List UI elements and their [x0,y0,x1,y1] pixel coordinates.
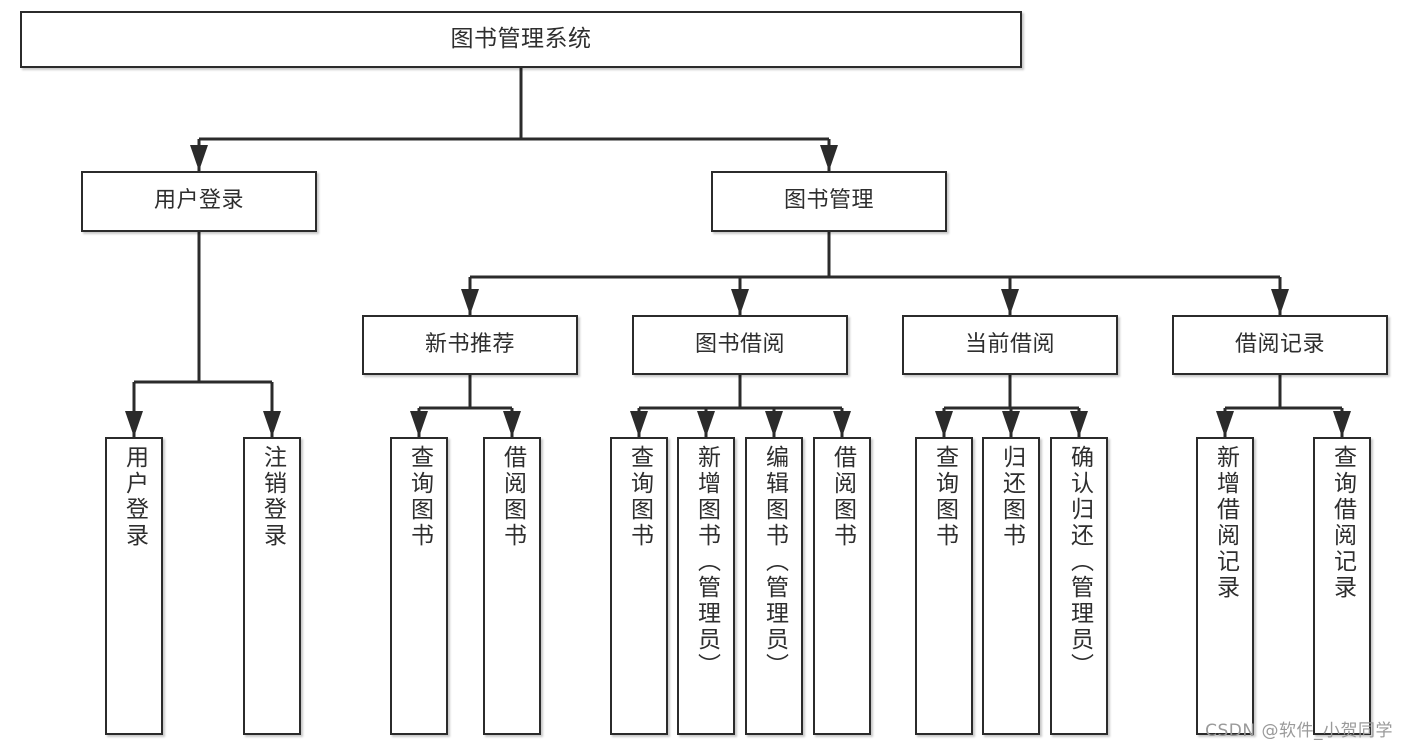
node-label: 用户登录 [121,445,148,549]
arrowhead-icon [1333,411,1351,437]
node-label: 新增借阅记录 [1212,445,1239,601]
node-l3-borrow-record[interactable]: 借阅记录 [1172,315,1388,375]
node-leaf-add-record[interactable]: 新增借阅记录 [1196,437,1254,735]
node-l3-new-book-rec[interactable]: 新书推荐 [362,315,578,375]
node-leaf-query-book-2[interactable]: 查询图书 [610,437,668,735]
node-label: 注销登录 [259,445,286,549]
arrowhead-icon [731,289,749,315]
arrowhead-icon [190,145,208,171]
arrowhead-icon [263,411,281,437]
node-leaf-edit-book[interactable]: 编辑图书（管理员） [745,437,803,735]
arrowhead-icon [1001,289,1019,315]
node-leaf-add-book[interactable]: 新增图书（管理员） [677,437,735,735]
node-label: 当前借阅 [964,331,1055,357]
node-label: 归还图书 [998,445,1025,549]
node-leaf-logout[interactable]: 注销登录 [243,437,301,735]
node-label: 查询图书 [626,445,653,549]
arrowhead-icon [765,411,783,437]
arrowhead-icon [461,289,479,315]
arrowhead-icon [125,411,143,437]
arrowhead-icon [630,411,648,437]
arrowhead-icon [1216,411,1234,437]
node-l2-book-manage[interactable]: 图书管理 [711,171,947,232]
node-leaf-query-book-1[interactable]: 查询图书 [390,437,448,735]
node-label: 编辑图书（管理员） [761,445,788,679]
node-label: 图书管理 [783,188,874,214]
node-label: 用户登录 [153,188,244,214]
node-leaf-user-login[interactable]: 用户登录 [105,437,163,735]
node-label: 查询借阅记录 [1329,445,1356,601]
node-label: 确认归还（管理员） [1066,445,1093,679]
node-leaf-borrow-book-2[interactable]: 借阅图书 [813,437,871,735]
node-l3-current-borrow[interactable]: 当前借阅 [902,315,1118,375]
arrowhead-icon [820,145,838,171]
node-label: 借阅记录 [1234,331,1325,357]
arrowhead-icon [833,411,851,437]
node-label: 借阅图书 [499,445,526,549]
arrowhead-icon [935,411,953,437]
arrowhead-icon [697,411,715,437]
arrowhead-icon [503,411,521,437]
node-leaf-return-book[interactable]: 归还图书 [982,437,1040,735]
watermark-text: CSDN @软件_小贺同学 [1205,721,1393,741]
node-label: 图书借阅 [694,331,785,357]
node-label: 查询图书 [931,445,958,549]
arrowhead-icon [1271,289,1289,315]
node-label: 借阅图书 [829,445,856,549]
node-label: 查询图书 [406,445,433,549]
node-l3-book-borrow[interactable]: 图书借阅 [632,315,848,375]
node-l2-user-login[interactable]: 用户登录 [81,171,317,232]
node-leaf-query-record[interactable]: 查询借阅记录 [1313,437,1371,735]
node-label: 新增图书（管理员） [693,445,720,679]
node-leaf-confirm-return[interactable]: 确认归还（管理员） [1050,437,1108,735]
node-root[interactable]: 图书管理系统 [20,11,1022,68]
node-label: 新书推荐 [424,331,515,357]
arrowhead-icon [1070,411,1088,437]
node-leaf-borrow-book-1[interactable]: 借阅图书 [483,437,541,735]
arrowhead-icon [1002,411,1020,437]
node-label: 图书管理系统 [450,25,592,52]
arrowhead-icon [410,411,428,437]
node-leaf-query-book-3[interactable]: 查询图书 [915,437,973,735]
